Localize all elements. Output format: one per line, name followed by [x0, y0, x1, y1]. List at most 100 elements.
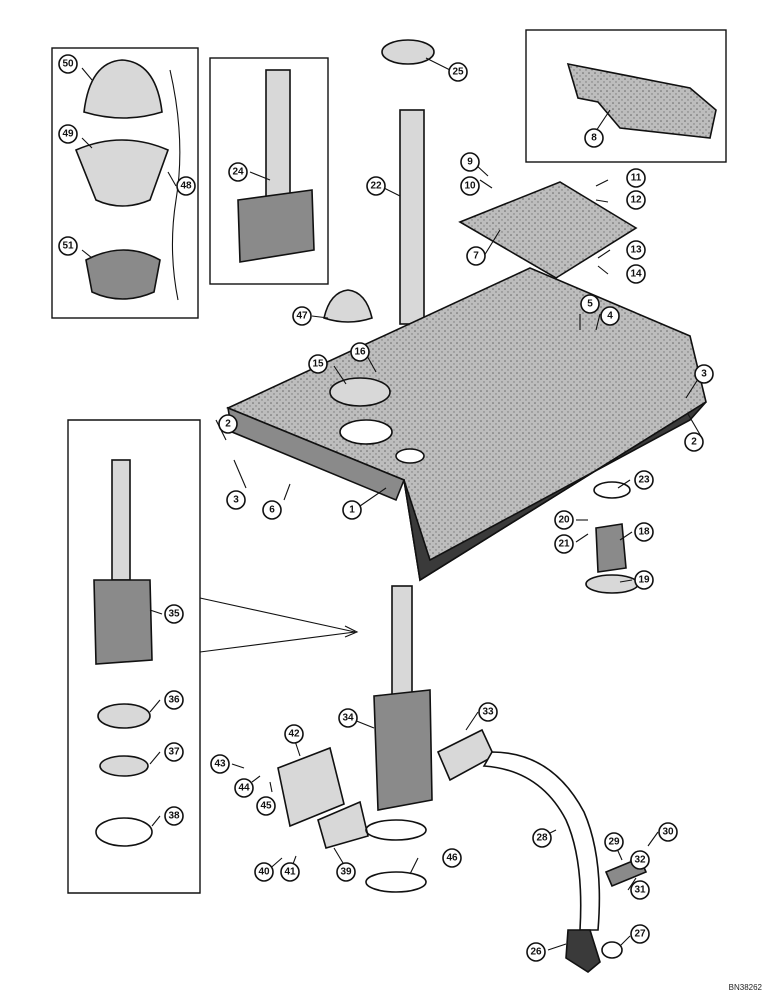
svg-text:29: 29	[608, 837, 620, 848]
callout-34: 34	[338, 708, 358, 728]
callout-40: 40	[254, 862, 274, 882]
callout-24: 24	[228, 162, 248, 182]
svg-text:47: 47	[296, 311, 308, 322]
callout-29: 29	[604, 832, 624, 852]
svg-text:41: 41	[284, 867, 296, 878]
svg-text:18: 18	[638, 527, 650, 538]
part-23-clamp	[593, 481, 631, 499]
part-35-body	[93, 579, 153, 665]
leader-lines	[81, 57, 703, 951]
part-8-plate	[566, 62, 717, 139]
svg-text:19: 19	[638, 575, 650, 586]
svg-text:44: 44	[238, 783, 250, 794]
svg-text:9: 9	[467, 157, 473, 168]
svg-text:23: 23	[638, 475, 650, 486]
hood-hole	[339, 419, 393, 445]
callout-50: 50	[58, 54, 78, 74]
svg-text:3: 3	[701, 369, 707, 380]
callout-22: 22	[366, 176, 386, 196]
callout-14: 14	[626, 264, 646, 284]
part-26-elbow	[565, 929, 601, 973]
svg-text:50: 50	[62, 59, 74, 70]
callout-45: 45	[256, 796, 276, 816]
svg-text:11: 11	[631, 173, 642, 184]
callout-43: 43	[210, 754, 230, 774]
part-46-clamp-a	[365, 819, 427, 841]
callout-10: 10	[460, 176, 480, 196]
callout-21: 21	[554, 534, 574, 554]
svg-text:26: 26	[530, 947, 542, 958]
svg-text:21: 21	[558, 539, 570, 550]
svg-text:8: 8	[591, 133, 597, 144]
callout-28: 28	[532, 828, 552, 848]
callout-31: 31	[630, 880, 650, 900]
callout-51: 51	[58, 236, 78, 256]
svg-text:40: 40	[258, 867, 270, 878]
svg-text:20: 20	[558, 515, 570, 526]
svg-text:25: 25	[452, 67, 464, 78]
part-51-base	[85, 249, 161, 300]
part-19-gasket	[585, 574, 639, 594]
part-36-ring	[97, 703, 151, 729]
part-39-bracket	[317, 800, 369, 849]
callout-33: 33	[478, 702, 498, 722]
callout-13: 13	[626, 240, 646, 260]
svg-text:16: 16	[354, 347, 366, 358]
part-28-hose	[482, 751, 601, 931]
part-47-cap	[323, 289, 373, 323]
svg-text:49: 49	[62, 129, 74, 140]
svg-text:24: 24	[232, 167, 244, 178]
svg-text:31: 31	[634, 885, 646, 896]
callout-27: 27	[630, 924, 650, 944]
part-34-tube	[391, 585, 413, 697]
svg-text:1: 1	[349, 505, 355, 516]
svg-text:12: 12	[630, 195, 642, 206]
part-25-clamp	[381, 39, 435, 65]
callout-23: 23	[634, 470, 654, 490]
part-18-flange	[595, 523, 627, 573]
inset-box-air-cleaner	[51, 47, 199, 319]
callout-9: 9	[460, 152, 480, 172]
callout-4: 4	[600, 306, 620, 326]
svg-text:34: 34	[342, 713, 354, 724]
part-46-clamp-b	[365, 871, 427, 893]
svg-text:6: 6	[269, 505, 275, 516]
part-22-pipe	[399, 109, 425, 325]
part-42-bracket	[277, 746, 345, 828]
svg-text:48: 48	[180, 181, 192, 192]
callout-49: 49	[58, 124, 78, 144]
svg-text:2: 2	[691, 437, 697, 448]
svg-text:5: 5	[587, 299, 593, 310]
callout-12: 12	[626, 190, 646, 210]
drawing-code: BN38262	[729, 983, 763, 992]
callout-44: 44	[234, 778, 254, 798]
svg-text:10: 10	[464, 181, 476, 192]
callout-20: 20	[554, 510, 574, 530]
part-35-tube	[111, 459, 131, 581]
inset-box-cover-plate	[525, 29, 727, 163]
svg-text:33: 33	[482, 707, 494, 718]
callout-38: 38	[164, 806, 184, 826]
callout-15: 15	[308, 354, 328, 374]
svg-text:13: 13	[630, 245, 642, 256]
callout-16: 16	[350, 342, 370, 362]
svg-text:36: 36	[168, 695, 180, 706]
part-37-sleeve	[99, 755, 149, 777]
hood-hole-2	[395, 448, 425, 464]
callout-46: 46	[442, 848, 462, 868]
part-24-tube	[265, 69, 291, 201]
callout-5: 5	[580, 294, 600, 314]
svg-text:39: 39	[340, 867, 352, 878]
callout-41: 41	[280, 862, 300, 882]
svg-text:7: 7	[473, 251, 479, 262]
callout-42: 42	[284, 724, 304, 744]
arrow-connector	[199, 597, 359, 653]
inset-box-muffler	[67, 419, 201, 894]
callout-19: 19	[634, 570, 654, 590]
callout-37: 37	[164, 742, 184, 762]
inset-box-precleaner	[209, 57, 329, 285]
part-24-body	[237, 189, 315, 263]
svg-text:42: 42	[288, 729, 300, 740]
svg-text:32: 32	[634, 855, 646, 866]
part-48-cord	[169, 69, 181, 301]
